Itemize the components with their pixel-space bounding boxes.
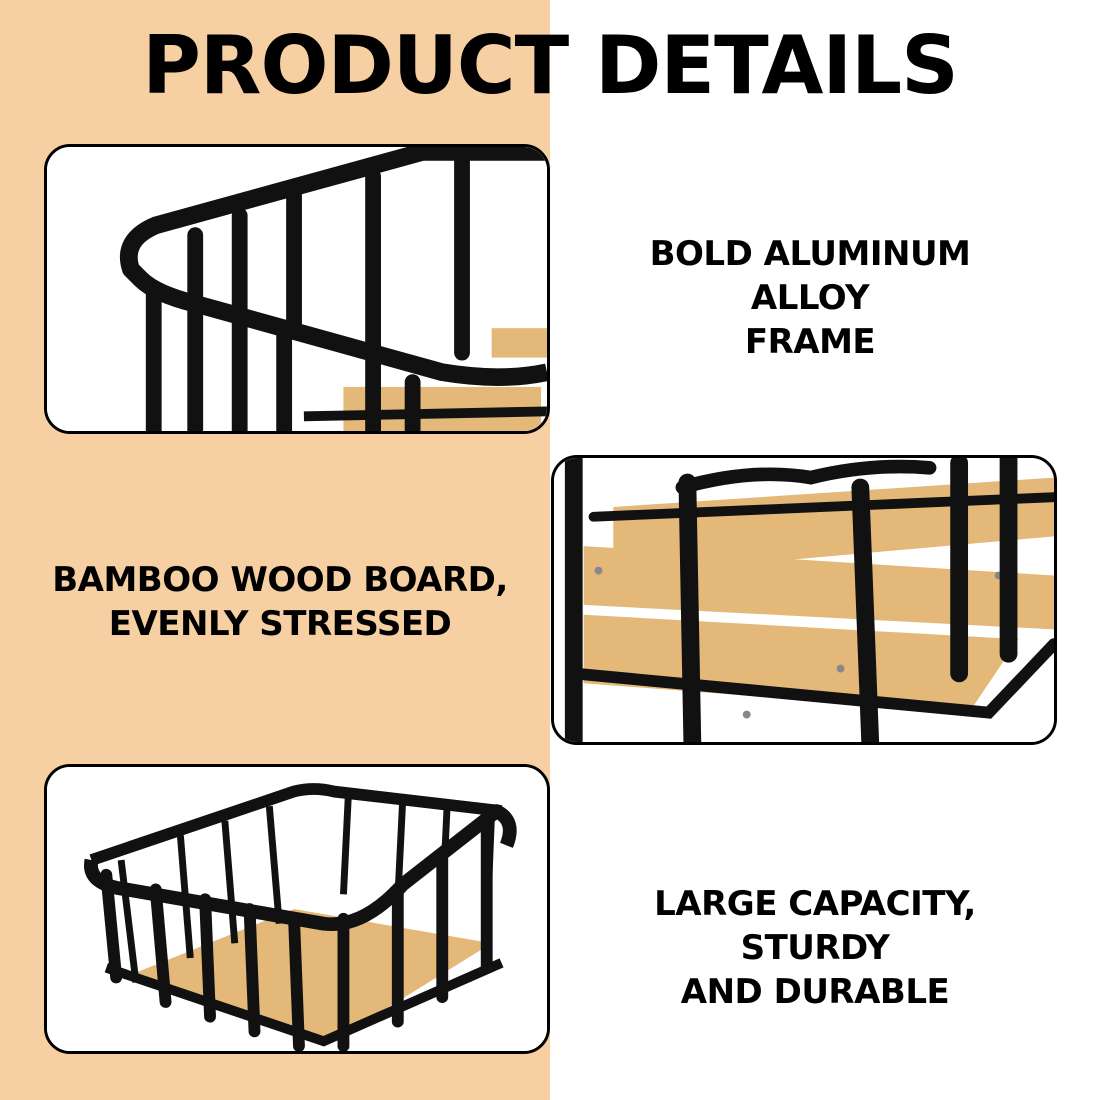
- feature-caption-bamboo: BAMBOO WOOD BOARD, EVENLY STRESSED: [20, 558, 540, 646]
- caption-line: AND DURABLE: [680, 972, 950, 1012]
- caption-line: FRAME: [744, 322, 876, 362]
- page-title: PRODUCT DETAILS: [142, 19, 958, 112]
- full-basket-image: [44, 764, 550, 1054]
- bamboo-board-closeup-image: [551, 455, 1057, 745]
- caption-line: LARGE CAPACITY, STURDY: [654, 884, 976, 968]
- frame-closeup-image: [44, 144, 550, 434]
- caption-line: BAMBOO WOOD BOARD,: [52, 560, 508, 600]
- caption-line: BOLD ALUMINUM ALLOY: [649, 234, 971, 318]
- caption-line: EVENLY STRESSED: [108, 604, 452, 644]
- feature-caption-capacity: LARGE CAPACITY, STURDY AND DURABLE: [580, 882, 1050, 1014]
- feature-caption-frame: BOLD ALUMINUM ALLOY FRAME: [585, 232, 1035, 364]
